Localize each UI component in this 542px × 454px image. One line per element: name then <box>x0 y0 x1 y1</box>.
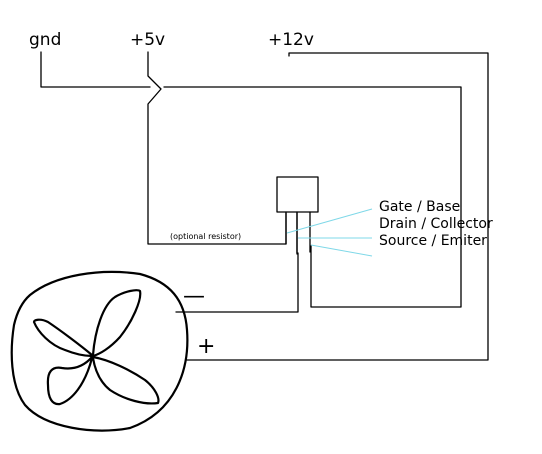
source-emitter-label: Source / Emiter <box>379 233 487 249</box>
drain-collector-label: Drain / Collector <box>379 216 493 232</box>
gate-base-label: Gate / Base <box>379 199 461 215</box>
drain-wire-lower <box>175 252 299 313</box>
fan-blade-bottom-left <box>46 355 94 406</box>
fan-outline <box>10 270 189 432</box>
gnd-label: gnd <box>29 30 62 50</box>
gnd-wire <box>40 51 151 88</box>
gnd-wire-right <box>163 86 462 308</box>
source-leader <box>310 244 373 257</box>
v12-wire <box>186 52 489 361</box>
fan-blade-top <box>91 289 142 358</box>
fan-blade-left <box>32 318 94 358</box>
v5-label: +5v <box>130 30 166 50</box>
fan-plus-sign: + <box>197 334 216 359</box>
gate-leader <box>286 208 373 234</box>
fan-minus-sign: — <box>183 284 205 309</box>
v12-label: +12v <box>268 30 314 50</box>
optional-resistor-label: (optional resistor) <box>170 232 242 241</box>
v5-wire <box>147 51 287 245</box>
fan-blade-bottom-right <box>91 355 160 405</box>
transistor-body <box>276 176 319 213</box>
